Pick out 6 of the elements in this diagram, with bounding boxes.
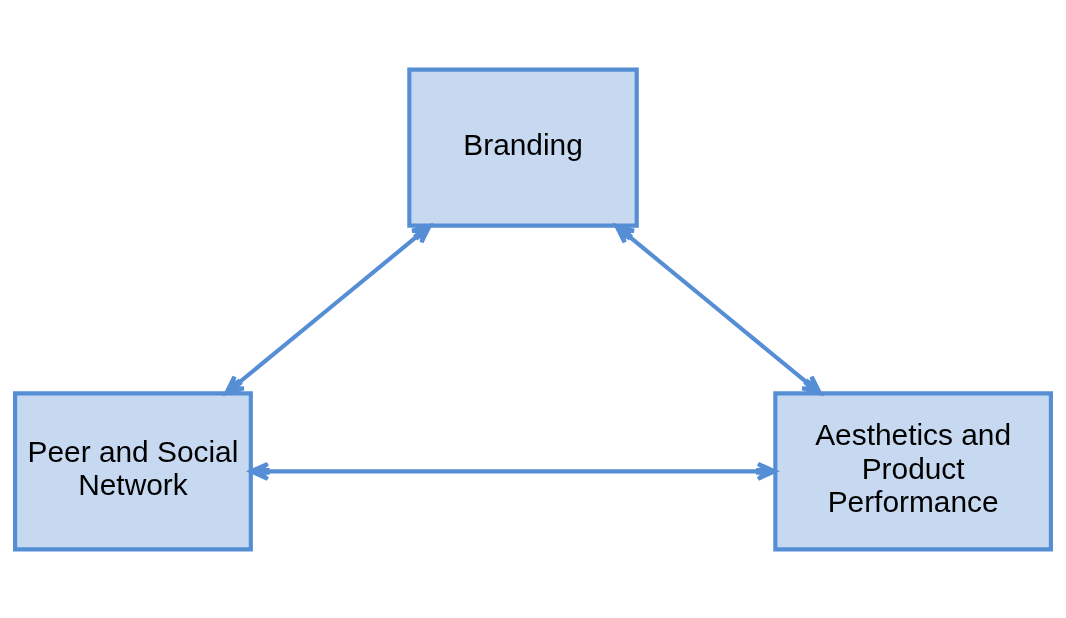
arrow <box>224 223 432 395</box>
node-box: Aesthetics and Product Performance <box>773 390 1053 551</box>
arrow <box>614 223 822 395</box>
node-box: Branding <box>407 67 639 228</box>
arrow <box>248 461 777 481</box>
node-box: Peer and Social Network <box>13 390 253 551</box>
